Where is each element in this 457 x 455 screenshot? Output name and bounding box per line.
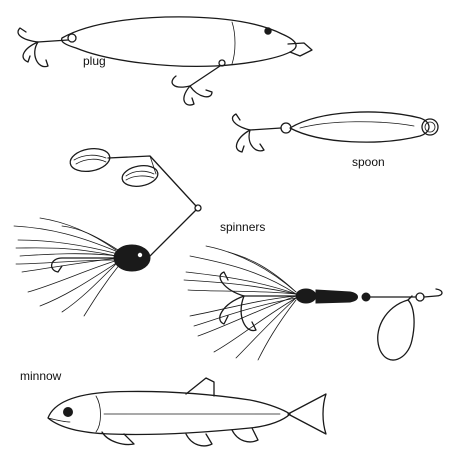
- plug-lure-icon: [18, 17, 312, 105]
- spoon-label: spoon: [352, 155, 385, 169]
- plug-label: plug: [83, 54, 106, 68]
- minnow-fish-icon: [48, 378, 326, 446]
- spinners-label: spinners: [220, 220, 265, 234]
- inline-spinner-icon: [184, 246, 442, 360]
- spinnerbait-icon: [14, 146, 201, 316]
- spoon-lure-icon: [232, 112, 438, 152]
- minnow-label: minnow: [20, 369, 62, 383]
